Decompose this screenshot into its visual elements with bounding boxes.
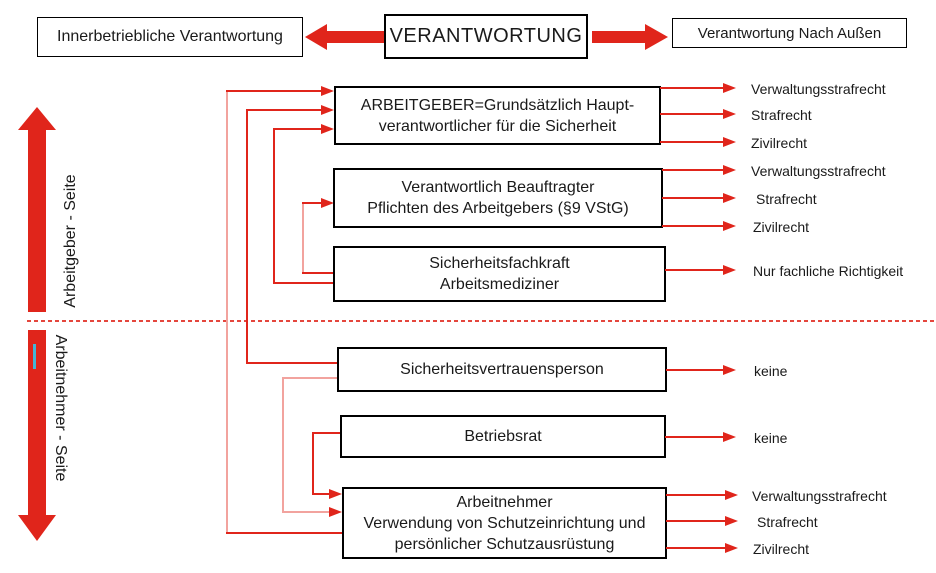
outcome-line xyxy=(666,520,726,522)
node-arbeitnehmer: Arbeitnehmer Verwendung von Schutzeinric… xyxy=(342,487,667,559)
employee-side-arrow-body xyxy=(28,330,46,516)
connector-sfk-beauftragter-hline xyxy=(302,202,323,204)
title-box-center: VERANTWORTUNG xyxy=(384,14,588,59)
outcome-line xyxy=(666,547,726,549)
employer-side-arrow-up-icon xyxy=(18,107,56,130)
connector-sfk-arbeitgeber-bottom-hline xyxy=(273,282,333,284)
node-line: Sicherheitsfachkraft xyxy=(429,255,570,272)
connector-arbeitnehmer-arbeitgeber-vline xyxy=(226,92,228,534)
connector-sfk-beauftragter-bottom-hline xyxy=(302,272,333,274)
node-line: Sicherheitsvertrauensperson xyxy=(400,361,604,378)
outcome-label: Strafrecht xyxy=(751,107,812,123)
arrowhead-into-arbeitnehmer-1-icon xyxy=(329,489,342,499)
connector-svp-arbeitgeber-hline xyxy=(246,109,323,111)
title-box-outer: Verantwortung Nach Außen xyxy=(672,18,907,48)
node-line: Arbeitsmediziner xyxy=(439,276,560,293)
outcome-line xyxy=(662,197,724,199)
connector-betriebsrat-arbeitnehmer-vline xyxy=(312,432,314,495)
node-line: Pflichten des Arbeitgebers (§9 VStG) xyxy=(367,200,629,217)
node-verantwortlich-beauftragter: Verantwortlich Beauftragter Pflichten de… xyxy=(333,168,663,228)
arrowhead-into-arbeitgeber-1-icon xyxy=(321,86,334,96)
outcome-label: Nur fachliche Richtigkeit xyxy=(753,263,904,279)
outcome-arrowhead-icon xyxy=(725,490,738,500)
arrowhead-into-arbeitgeber-3-icon xyxy=(321,124,334,134)
outcome-arrowhead-icon xyxy=(723,83,736,93)
connector-svp-arbeitnehmer-bottom-hline xyxy=(282,511,330,513)
arrowhead-into-beauftragter-icon xyxy=(321,198,334,208)
outcome-arrowhead-icon xyxy=(723,365,736,375)
title-box-outer-label: Verantwortung Nach Außen xyxy=(697,24,882,42)
arrowhead-into-arbeitnehmer-2-icon xyxy=(329,507,342,517)
thick-arrow-left-body xyxy=(326,31,384,43)
connector-svp-arbeitnehmer-top-hline xyxy=(282,377,337,379)
outcome-arrowhead-icon xyxy=(723,265,736,275)
node-line: verantwortlicher für die Sicherheit xyxy=(378,117,617,135)
title-box-center-label: VERANTWORTUNG xyxy=(389,25,583,47)
connector-sfk-beauftragter-vline xyxy=(302,203,304,274)
outcome-label: keine xyxy=(754,430,788,446)
outcome-label: Zivilrecht xyxy=(751,135,808,151)
node-sicherheitsfachkraft: Sicherheitsfachkraft Arbeitsmediziner xyxy=(333,246,666,302)
outcome-arrowhead-icon xyxy=(723,137,736,147)
outcome-arrowhead-icon xyxy=(723,165,736,175)
outcome-label: Zivilrecht xyxy=(753,541,810,557)
outcome-line xyxy=(662,169,724,171)
connector-sfk-arbeitgeber-hline xyxy=(273,128,323,130)
outcome-label: keine xyxy=(754,363,788,379)
outcome-arrowhead-icon xyxy=(723,221,736,231)
outcome-line xyxy=(660,87,724,89)
outcome-line xyxy=(666,494,726,496)
connector-sfk-arbeitgeber-vline xyxy=(273,129,275,284)
outcome-arrowhead-icon xyxy=(723,432,736,442)
outcome-label: Strafrecht xyxy=(756,191,817,207)
connector-arbeitnehmer-arbeitgeber-hline xyxy=(226,90,323,92)
connector-svp-arbeitnehmer-vline xyxy=(282,377,284,513)
node-line: Arbeitnehmer xyxy=(456,493,553,511)
outcome-label: Verwaltungsstrafrecht xyxy=(752,488,887,504)
employee-side-arrow-down-icon xyxy=(18,515,56,541)
title-box-inner-label: Innerbetriebliche Verantwortung xyxy=(57,28,283,45)
divider-dashed-line xyxy=(27,320,934,322)
node-line: Verwendung von Schutzeinrichtung und xyxy=(363,514,646,532)
node-line: persönlicher Schutzausrüstung xyxy=(394,535,615,553)
thick-arrow-left-icon xyxy=(305,24,327,50)
outcome-line xyxy=(662,225,724,227)
arrowhead-into-arbeitgeber-2-icon xyxy=(321,105,334,115)
outcome-label: Zivilrecht xyxy=(753,219,810,235)
connector-betriebsrat-arbeitnehmer-top-hline xyxy=(312,432,340,434)
outcome-label: Verwaltungsstrafrecht xyxy=(751,163,886,179)
title-box-inner: Innerbetriebliche Verantwortung xyxy=(37,17,303,57)
outcome-label: Verwaltungsstrafrecht xyxy=(751,81,886,97)
connector-svp-arbeitgeber-vline xyxy=(246,110,248,364)
outcome-label: Strafrecht xyxy=(757,514,818,530)
node-betriebsrat: Betriebsrat xyxy=(340,415,666,458)
employer-side-label: Arbeitgeber - Seite xyxy=(62,174,79,308)
node-line: ARBEITGEBER=Grundsätzlich Haupt- xyxy=(360,96,635,114)
thick-arrow-right-body xyxy=(592,31,646,43)
node-sicherheitsvertrauensperson: Sicherheitsvertrauensperson xyxy=(337,347,667,392)
outcome-arrowhead-icon xyxy=(725,516,738,526)
outcome-arrowhead-icon xyxy=(725,543,738,553)
connector-arbeitnehmer-arbeitgeber-bottom-hline xyxy=(226,532,342,534)
outcome-line xyxy=(666,369,724,371)
cyan-mark xyxy=(33,344,36,369)
outcome-arrowhead-icon xyxy=(723,109,736,119)
outcome-line xyxy=(660,141,724,143)
thick-arrow-right-icon xyxy=(645,24,668,50)
employee-side-label: Arbeitnehmer - Seite xyxy=(52,334,69,482)
outcome-line xyxy=(660,113,724,115)
outcome-line xyxy=(665,436,724,438)
employer-side-arrow-body xyxy=(28,129,46,312)
connector-svp-arbeitgeber-bottom-hline xyxy=(246,362,337,364)
outcome-line xyxy=(665,269,724,271)
node-arbeitgeber: ARBEITGEBER=Grundsätzlich Haupt- verantw… xyxy=(334,86,661,145)
outcome-arrowhead-icon xyxy=(723,193,736,203)
node-line: Verantwortlich Beauftragter xyxy=(401,179,595,196)
connector-betriebsrat-arbeitnehmer-bottom-hline xyxy=(312,493,330,495)
node-line: Betriebsrat xyxy=(464,428,542,445)
